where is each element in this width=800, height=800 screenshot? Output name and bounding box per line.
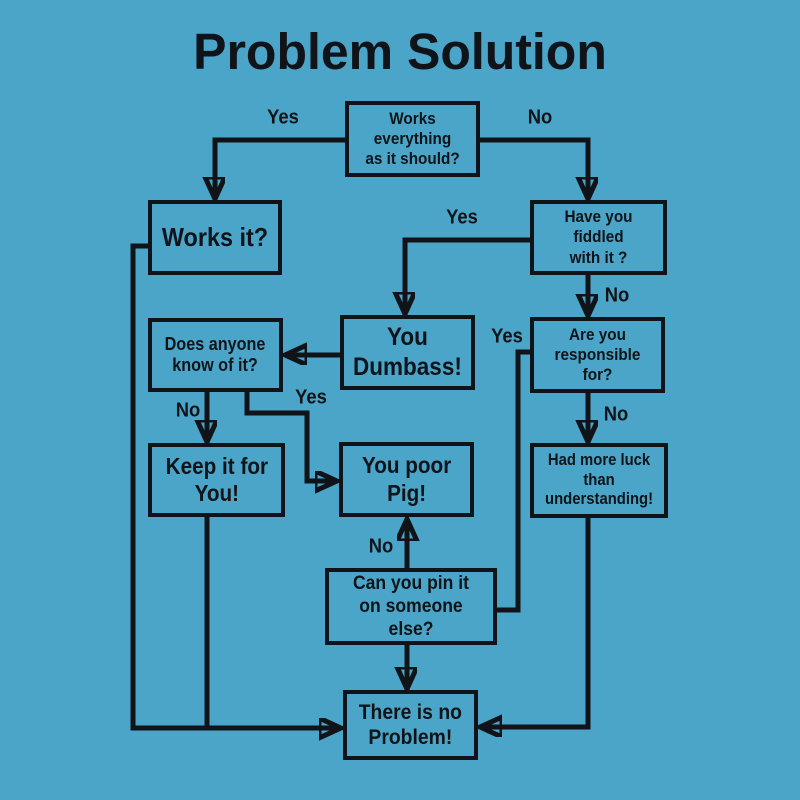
node-works-it: Works it?: [148, 200, 282, 275]
node-label: Works it?: [161, 222, 269, 253]
node-label: Does anyone know of it?: [165, 333, 266, 375]
node-label: You Dumbass!: [353, 323, 462, 381]
node-fiddled: Have you fiddled with it ?: [530, 200, 667, 275]
node-label: You poor Pig!: [361, 452, 452, 506]
node-no-problem: There is no Problem!: [343, 690, 478, 760]
edge-worksit-to-noproblem: [130, 243, 340, 728]
node-luck: Had more luck than understanding!: [530, 443, 668, 518]
edge-label-root-no: No: [527, 106, 553, 129]
node-anyone-knows: Does anyone know of it?: [148, 318, 283, 392]
edge-label-responsible-no: No: [603, 403, 629, 426]
edge-fiddled-yes: [405, 237, 530, 313]
edge-luck-to-noproblem: [481, 518, 591, 727]
edge-label-responsible-yes: Yes: [491, 325, 523, 348]
node-label: There is no Problem!: [358, 699, 463, 749]
node-responsible: Are you responsible for?: [530, 317, 665, 393]
node-label: Are you responsible for?: [554, 324, 641, 385]
edge-responsible-yes: [497, 349, 530, 613]
edge-label-fiddled-no: No: [604, 284, 630, 307]
node-pin-it: Can you pin it on someone else?: [325, 568, 497, 645]
node-poor-pig: You poor Pig!: [339, 442, 474, 517]
edge-label-anyone-no: No: [175, 399, 201, 422]
node-keep-it: Keep it for You!: [148, 443, 285, 517]
node-label: Can you pin it on someone else?: [352, 572, 470, 640]
edge-label-root-yes: Yes: [267, 106, 299, 129]
node-works-everything: Works everything as it should?: [345, 101, 480, 177]
node-label: Keep it for You!: [165, 452, 268, 506]
edge-label-anyone-yes: Yes: [295, 386, 327, 409]
node-dumbass: You Dumbass!: [340, 315, 475, 390]
edge-root-yes: [215, 137, 345, 198]
edge-label-fiddled-yes: Yes: [446, 206, 478, 229]
node-label: Works everything as it should?: [365, 108, 460, 169]
edge-label-pin-no: No: [368, 535, 394, 558]
edge-anyone-yes: [244, 392, 336, 481]
node-label: Had more luck than understanding!: [544, 451, 654, 509]
node-label: Have you fiddled with it ?: [564, 207, 633, 267]
edge-root-no: [480, 137, 588, 198]
page-title: Problem Solution: [193, 23, 607, 80]
